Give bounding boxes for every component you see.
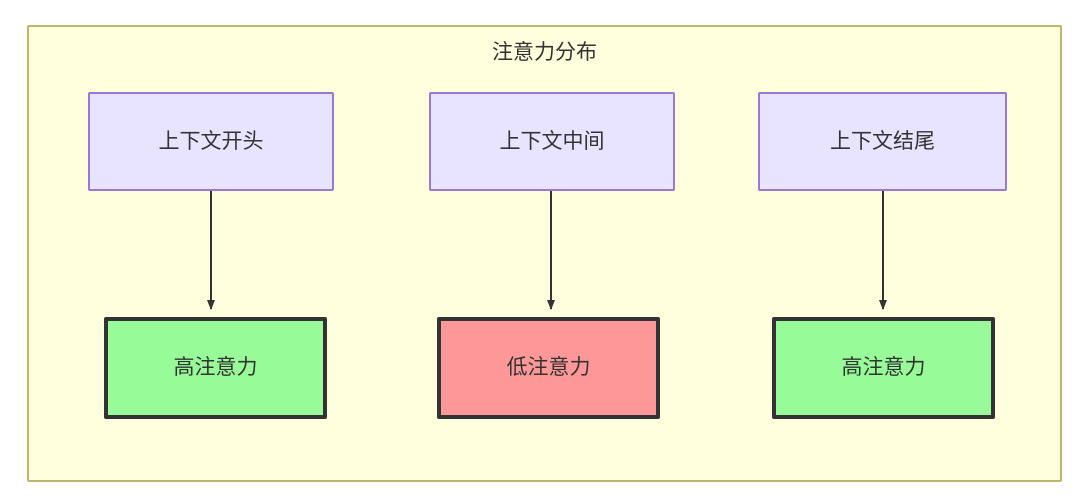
node-label: 上下文结尾 bbox=[830, 129, 935, 153]
node-context-end[interactable]: 上下文结尾 bbox=[758, 92, 1007, 191]
node-attention-end[interactable]: 高注意力 bbox=[772, 317, 995, 419]
node-attention-start[interactable]: 高注意力 bbox=[104, 317, 327, 419]
node-context-middle[interactable]: 上下文中间 bbox=[429, 92, 675, 191]
node-label: 上下文中间 bbox=[499, 129, 605, 153]
subgraph-title: 注意力分布 bbox=[492, 41, 597, 64]
node-attention-middle[interactable]: 低注意力 bbox=[437, 317, 660, 419]
node-label: 上下文开头 bbox=[158, 129, 264, 153]
node-context-start[interactable]: 上下文开头 bbox=[88, 92, 334, 191]
node-label: 高注意力 bbox=[173, 356, 258, 380]
node-label: 低注意力 bbox=[506, 356, 591, 380]
node-label: 高注意力 bbox=[841, 356, 926, 380]
